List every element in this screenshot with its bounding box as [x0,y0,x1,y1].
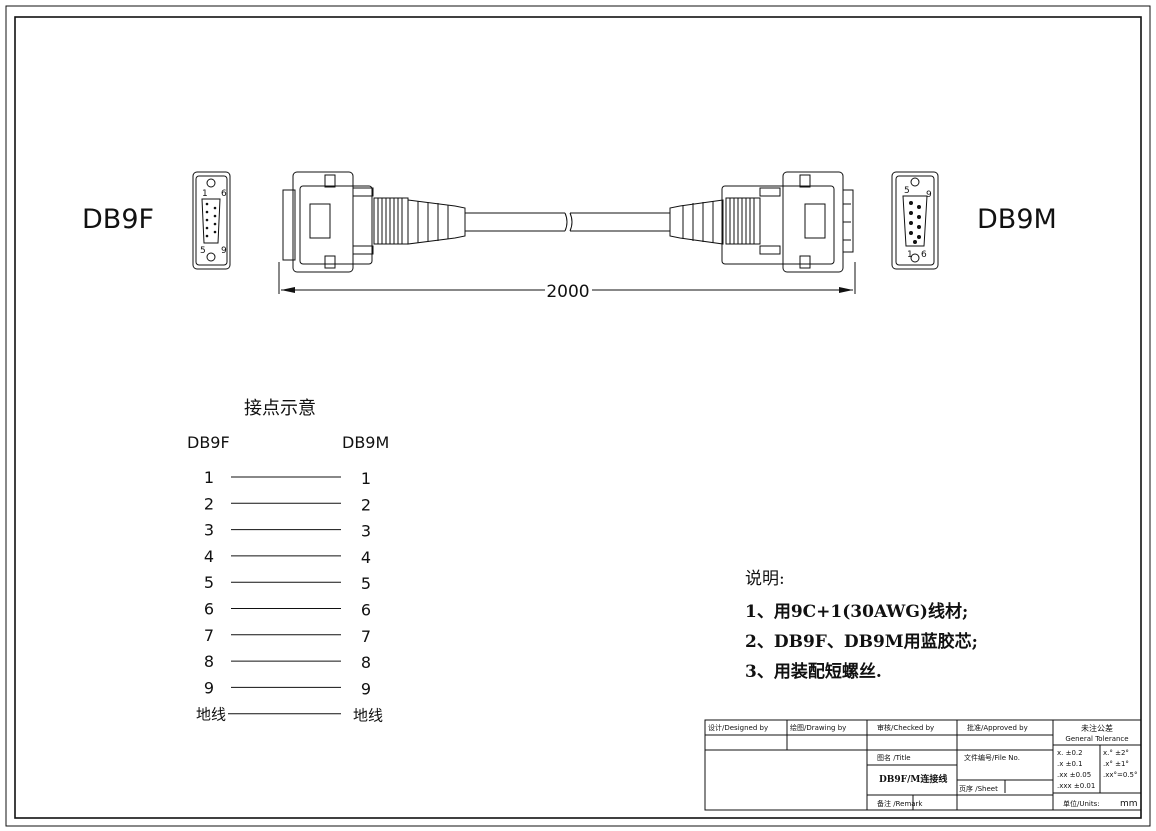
left-pin: 地线 [196,706,226,724]
right-pin: 3 [361,522,371,541]
cable-assembly [282,171,854,273]
right-pin: 4 [361,548,371,567]
units-value: mm [1120,799,1138,809]
drawing-title: DB9F/M连接线 [879,773,947,785]
wiring-row: 地线 地线 [196,706,383,725]
right-pin: 6 [361,601,371,620]
remark-label: 备注 /Remark [877,799,923,808]
length-dimension: 2000 [278,262,856,302]
left-pin: 8 [204,652,214,671]
length-value: 2000 [546,282,589,302]
drawing-by-label: 绘图/Drawing by [790,723,846,732]
right-pin: 5 [361,574,371,593]
left-pin: 6 [204,600,214,619]
note-item: 3、用装配短螺丝. [745,661,882,682]
wiring-left-header: DB9F [187,433,230,452]
tolerance-row: x. ±0.2 [1057,749,1083,757]
tolerance-row: .x ±0.1 [1057,760,1083,768]
db9m-face-view: 5 9 1 6 [891,171,939,270]
pin-label: 5 [904,186,910,196]
units-label: 单位/Units: [1063,799,1100,808]
note-item: 2、DB9F、DB9M用蓝胶芯; [745,631,978,652]
angular-tolerance-row: x.° ±2° [1103,749,1129,757]
pin-label: 1 [202,189,208,199]
left-pin: 3 [204,521,214,540]
pin-label: 6 [921,250,927,260]
file-no-label: 文件编号/File No. [964,753,1020,762]
designed-by-label: 设计/Designed by [708,723,768,732]
tolerance-en: General Tolerance [1065,735,1128,743]
left-pin: 1 [204,468,214,487]
right-pin: 地线 [353,707,383,725]
pin-label: 9 [221,246,227,256]
notes-title: 说明: [745,569,785,589]
sheet-label: 页序 /Sheet [959,784,998,793]
title-block: 设计/Designed by 绘图/Drawing by 审核/Checked … [704,719,1142,811]
left-pin: 9 [204,678,214,697]
tolerance-row: .xx ±0.05 [1057,771,1091,779]
pin-label: 9 [926,190,932,200]
right-pin: 8 [361,653,371,672]
left-pin: 5 [204,573,214,592]
checked-by-label: 审核/Checked by [877,723,934,732]
pin-label: 5 [200,246,206,256]
db9f-face-view: 1 6 5 9 [192,171,231,270]
right-pin: 7 [361,627,371,646]
wiring-title: 接点示意 [244,398,316,419]
inner-frame [14,16,1142,819]
angular-tolerance-row: .xx°=0.5° [1103,771,1138,779]
angular-tolerance-row: .x° ±1° [1103,760,1129,768]
pin-label: 6 [221,189,227,199]
left-connector-label: DB9F [82,204,154,235]
tolerance-cn: 未注公差 [1081,723,1113,733]
right-connector-label: DB9M [977,204,1057,235]
tolerance-row: .xxx ±0.01 [1057,782,1095,790]
notes: 说明: 1、用9C+1(30AWG)线材; 2、DB9F、DB9M用蓝胶芯; 3… [745,569,978,682]
title-label: 图名 /Title [877,753,911,762]
right-pin: 9 [361,679,371,698]
wiring-right-header: DB9M [342,433,389,452]
right-pin: 1 [361,469,371,488]
outer-border [5,5,1151,827]
left-pin: 7 [204,626,214,645]
note-item: 1、用9C+1(30AWG)线材; [745,601,968,622]
pin-label: 1 [907,250,913,260]
right-pin: 2 [361,495,371,514]
left-pin: 4 [204,547,214,566]
approved-by-label: 批准/Approved by [967,723,1028,732]
left-pin: 2 [204,494,214,513]
